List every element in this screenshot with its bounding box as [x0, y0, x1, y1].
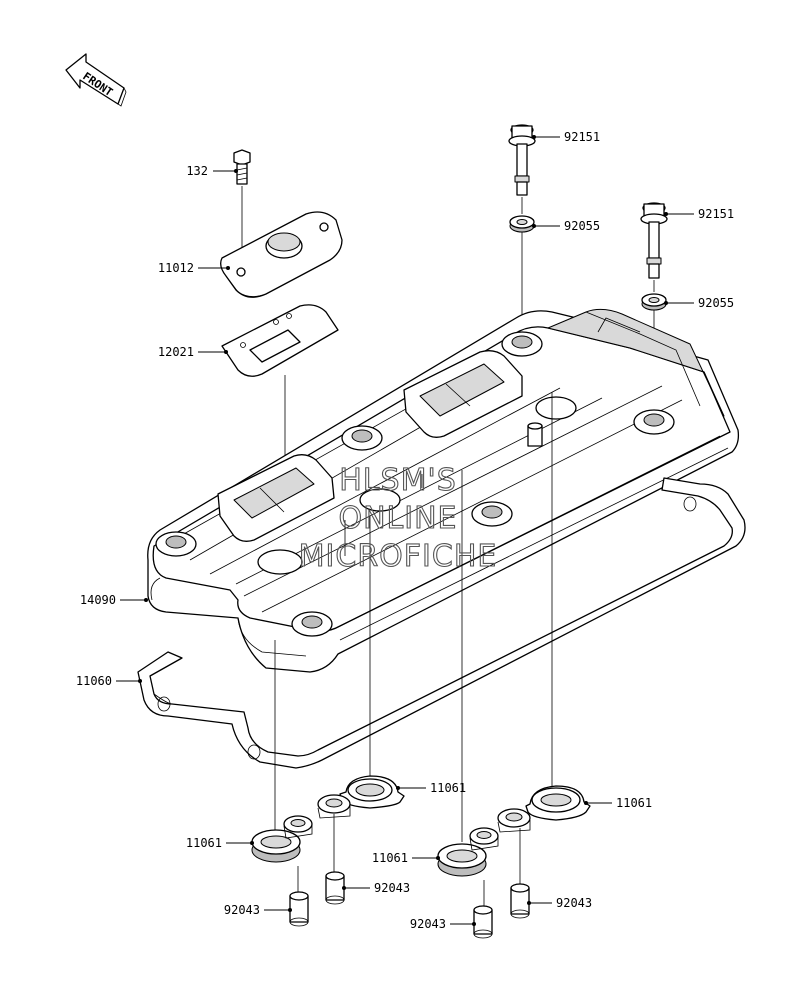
callout-label: 92043 [374, 881, 410, 895]
bolt-92151-front-part[interactable] [640, 202, 668, 279]
callout-label: 11061 [372, 851, 408, 865]
callout-label: 92055 [564, 219, 600, 233]
bolt-92151-rear-part[interactable] [508, 124, 536, 196]
callout-92151-rear[interactable]: 92151 [532, 130, 600, 144]
seal-11061-b-part[interactable] [497, 785, 591, 833]
callout-92043-c[interactable]: 92043 [410, 917, 476, 931]
boss-6 [633, 409, 675, 435]
callout-label: 92151 [564, 130, 600, 144]
callout-11012[interactable]: 11012 [158, 261, 230, 275]
plug-boss [527, 422, 543, 447]
collar-92043-d-part[interactable] [510, 883, 530, 919]
bolt-132-part[interactable] [233, 149, 251, 185]
gasket-11060-part[interactable] [137, 477, 746, 769]
callout-92151-front[interactable]: 92151 [664, 207, 734, 221]
callout-11061-c[interactable]: 11061 [186, 836, 254, 850]
callout-label: 11061 [430, 781, 466, 795]
callout-label: 92043 [410, 917, 446, 931]
callout-132[interactable]: 132 [186, 164, 238, 178]
callout-label: 92055 [698, 296, 734, 310]
collar-92043-c-part[interactable] [473, 905, 493, 939]
watermark-line-2: ONLINE [338, 501, 457, 536]
callout-92043-d[interactable]: 92043 [527, 896, 592, 910]
callout-label: 11060 [76, 674, 112, 688]
watermark-line-3: MICROFICHE [299, 539, 498, 574]
callout-11060[interactable]: 11060 [76, 674, 142, 688]
callout-12021[interactable]: 12021 [158, 345, 228, 359]
callout-label: 92043 [556, 896, 592, 910]
callout-11061-d[interactable]: 11061 [372, 851, 440, 865]
callout-92055-rear[interactable]: 92055 [532, 219, 600, 233]
seal-11061-c-part[interactable] [251, 815, 313, 863]
front-arrow-icon: FRONT [65, 53, 127, 107]
boss-4 [471, 501, 513, 527]
head-cover-14090-part[interactable] [147, 308, 740, 673]
callout-92043-a[interactable]: 92043 [224, 903, 292, 917]
callout-92055-front[interactable]: 92055 [664, 296, 734, 310]
gasket-12021-part[interactable] [221, 304, 339, 377]
grommet-92055-front-part[interactable] [641, 293, 667, 311]
boss-1 [155, 531, 197, 557]
collar-92043-a-part[interactable] [289, 891, 309, 927]
boss-2 [291, 611, 333, 637]
seal-11061-a-part[interactable] [317, 775, 405, 819]
callout-label: 92151 [698, 207, 734, 221]
callout-label: 11061 [616, 796, 652, 810]
seal-11061-d-part[interactable] [437, 827, 499, 877]
callout-92043-b[interactable]: 92043 [342, 881, 410, 895]
callout-label: 132 [186, 164, 208, 178]
cover-11012-part[interactable] [220, 211, 343, 298]
callout-label: 14090 [80, 593, 116, 607]
grommet-92055-rear-part[interactable] [509, 215, 535, 233]
callout-label: 92043 [224, 903, 260, 917]
collar-92043-b-part[interactable] [325, 871, 345, 905]
callout-11061-b[interactable]: 11061 [584, 796, 652, 810]
boss-3 [341, 425, 383, 451]
watermark-line-1: HLSM'S [339, 463, 457, 498]
callout-label: 11012 [158, 261, 194, 275]
watermark: HLSM'S ONLINE MICROFICHE [298, 462, 498, 574]
callout-11061-a[interactable]: 11061 [396, 781, 466, 795]
boss-5 [501, 331, 543, 357]
callout-label: 11061 [186, 836, 222, 850]
callout-14090[interactable]: 14090 [80, 593, 148, 607]
callout-label: 12021 [158, 345, 194, 359]
